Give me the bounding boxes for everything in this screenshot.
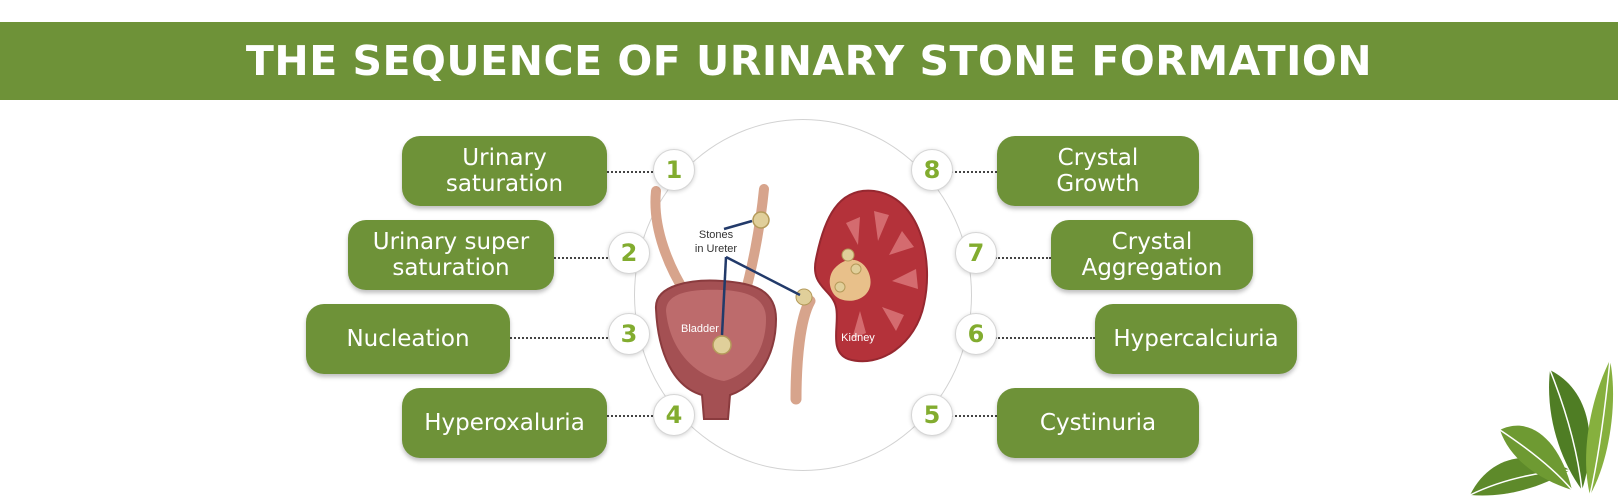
right-ureter bbox=[739, 184, 769, 302]
urinary-tract-illustration: Stones in Ureter Bladder Kidney bbox=[650, 184, 928, 420]
bladder-label: Bladder bbox=[681, 323, 719, 335]
ureter-stone bbox=[752, 211, 770, 229]
connector-5 bbox=[951, 415, 997, 417]
connector-8 bbox=[951, 171, 997, 173]
stones-label-line1: Stones bbox=[699, 229, 734, 241]
connector-6 bbox=[995, 337, 1095, 339]
connector-1 bbox=[607, 171, 653, 173]
step-3-number: 3 bbox=[608, 313, 650, 355]
connector-4 bbox=[607, 415, 653, 417]
step-2-number: 2 bbox=[608, 232, 650, 274]
step-1-number: 1 bbox=[653, 149, 695, 191]
step-6-pill: Hypercalciuria bbox=[1095, 304, 1297, 374]
bladder-inner bbox=[666, 289, 766, 381]
step-3-label: Nucleation bbox=[346, 326, 470, 352]
step-2-label: Urinary super saturation bbox=[372, 229, 530, 281]
step-3-pill: Nucleation bbox=[306, 304, 510, 374]
title-banner: THE SEQUENCE OF URINARY STONE FORMATION bbox=[0, 22, 1618, 100]
leaf-icon bbox=[1469, 360, 1614, 496]
page-title: THE SEQUENCE OF URINARY STONE FORMATION bbox=[245, 37, 1373, 85]
step-7-number: 7 bbox=[955, 232, 997, 274]
kidney-pyramids bbox=[846, 211, 918, 339]
step-4-number: 4 bbox=[653, 394, 695, 436]
left-ureter bbox=[650, 186, 691, 299]
step-4-pill: Hyperoxaluria bbox=[402, 388, 607, 458]
connector-3 bbox=[510, 337, 608, 339]
leaf-decoration bbox=[1469, 360, 1614, 496]
step-5-number: 5 bbox=[911, 394, 953, 436]
kidney-label: Kidney bbox=[841, 332, 875, 344]
connector-7 bbox=[995, 257, 1051, 259]
step-6-label: Hypercalciuria bbox=[1113, 326, 1279, 352]
step-8-number: 8 bbox=[911, 149, 953, 191]
bladder-stone bbox=[712, 335, 732, 355]
step-8-pill: Crystal Growth bbox=[997, 136, 1199, 206]
label-pointers bbox=[720, 219, 801, 336]
kidney-stones bbox=[795, 248, 862, 306]
kidney-ureter bbox=[790, 295, 816, 405]
step-7-pill: Crystal Aggregation bbox=[1051, 220, 1253, 290]
stones-label-line2: in Ureter bbox=[695, 243, 738, 255]
step-1-label: Urinary saturation bbox=[445, 145, 564, 197]
step-7-label: Crystal Aggregation bbox=[1081, 229, 1223, 281]
step-8-label: Crystal Growth bbox=[1056, 145, 1140, 197]
step-4-label: Hyperoxaluria bbox=[424, 410, 585, 436]
step-5-label: Cystinuria bbox=[1039, 410, 1157, 436]
step-1-pill: Urinary saturation bbox=[402, 136, 607, 206]
connector-2 bbox=[554, 257, 608, 259]
step-2-pill: Urinary super saturation bbox=[348, 220, 554, 290]
step-6-number: 6 bbox=[955, 313, 997, 355]
step-5-pill: Cystinuria bbox=[997, 388, 1199, 458]
